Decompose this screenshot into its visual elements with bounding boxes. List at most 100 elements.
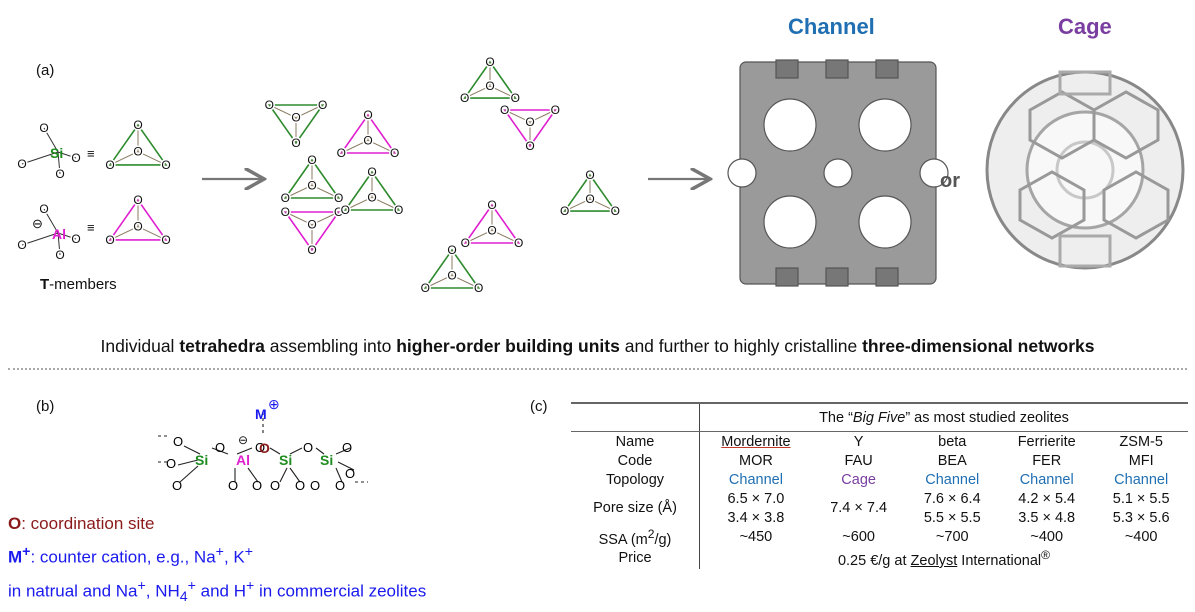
legend-oxygen-key: O [8, 514, 22, 533]
legend-na-sup: + [215, 544, 224, 560]
oxygen-atom: O [318, 98, 327, 112]
svg-text:O: O [335, 478, 345, 493]
oxygen-atom: O [161, 233, 170, 247]
oxygen-atom: O [133, 220, 142, 234]
row-label-code: Code [571, 451, 700, 470]
svg-text:O: O [172, 478, 182, 493]
caption-text-2: assembling into [264, 336, 397, 356]
oxygen-atom: O [585, 168, 594, 182]
oxygen-atom: O [341, 203, 350, 217]
cell-code-fer: FER [1032, 452, 1062, 469]
equiv-symbol-al: ≡ [87, 220, 95, 235]
oxygen-atom: O [17, 238, 26, 252]
structure-legend: O: coordination site M+: counter cation,… [8, 509, 426, 612]
or-label: or [940, 170, 960, 192]
legend-k-sup: + [244, 544, 254, 560]
equiv-symbol-si: ≡ [87, 146, 95, 161]
price-text-post: International [957, 552, 1042, 569]
table-row-pore-2: 3.4 × 3.8 5.5 × 5.5 3.5 × 4.8 5.3 × 5.6 [571, 508, 1188, 527]
cell-pore-fer-2: 3.5 × 4.8 [1018, 509, 1076, 526]
table-title: The “Big Five” as most studied zeolites [699, 402, 1188, 432]
cation-plus-charge: ⊕ [268, 396, 280, 412]
oxygen-atom: O [39, 202, 48, 216]
oxygen-atom: O [133, 193, 142, 207]
cell-name-mor: Mordernite [721, 433, 791, 450]
oxygen-atom: O [367, 190, 376, 204]
caption-bold-2: higher-order building units [396, 336, 620, 356]
t-members-bold: T [40, 276, 50, 293]
oxygen-atom: O [363, 133, 372, 147]
cell-name-fau: Y [853, 433, 864, 450]
channel-framework-image [727, 59, 949, 287]
oxygen-atom: O [307, 218, 316, 232]
oxygen-atom: O [105, 158, 114, 172]
oxygen-atom: O [39, 121, 48, 135]
cell-topology-bea: Channel [925, 471, 980, 488]
svg-text:O: O [173, 434, 183, 449]
coordinating-oxygen-label: O [259, 440, 270, 456]
cage-heading: Cage [1058, 14, 1112, 39]
cell-name-fer: Ferrierite [1017, 433, 1076, 450]
aluminium-label: Al [52, 226, 66, 242]
caption-bold-3: three-dimensional networks [862, 336, 1095, 356]
al-minus-charge-b: ⊖ [238, 433, 249, 447]
oxygen-atom: O [500, 103, 509, 117]
cell-code-fau: FAU [844, 452, 873, 469]
svg-text:O: O [215, 440, 225, 455]
svg-text:O: O [295, 478, 305, 493]
legend-cation-text2: , K [223, 547, 245, 567]
oxygen-atom: O [291, 111, 300, 125]
oxygen-atom: O [474, 281, 483, 295]
oxygen-atom: O [525, 115, 534, 129]
svg-text:O: O [252, 478, 262, 493]
legend-cation-key: M [8, 547, 23, 567]
table-title-post: ” as most studied zeolites [905, 409, 1069, 426]
cell-code-bea: BEA [937, 452, 967, 469]
oxygen-atom: O [265, 98, 274, 112]
oxygen-atom: O [460, 91, 469, 105]
row-label-name: Name [571, 431, 700, 451]
svg-text:O: O [303, 440, 313, 455]
legend-line3-sup1: + [137, 577, 146, 594]
oxygen-atom: O [17, 157, 26, 171]
oxygen-atom: O [161, 158, 170, 172]
silicon-label: Si [50, 145, 64, 161]
panel-c-label: (c) [530, 398, 548, 415]
table-corner-cell [571, 402, 700, 432]
oxygen-atom: O [363, 108, 372, 122]
cell-pore-fau: 7.4 × 7.4 [830, 500, 888, 516]
panel-b-label: (b) [36, 398, 55, 415]
svg-text:O: O [228, 478, 238, 493]
panel-a-label: (a) [36, 62, 55, 79]
oxygen-atom: O [307, 153, 316, 167]
oxygen-atom: O [421, 281, 430, 295]
cell-topology-mor: Channel [728, 471, 783, 488]
ssa-label-post: /g) [654, 531, 672, 548]
cell-price: 0.25 €/g at Zeolyst International® [700, 548, 1189, 569]
figure-caption: Individual tetrahedra assembling into hi… [0, 336, 1195, 357]
oxygen-atom: O [611, 204, 620, 218]
oxygen-atom: O [487, 198, 496, 212]
silicon-label-b1: Si [195, 452, 209, 468]
oxygen-atom: O [390, 146, 399, 160]
oxygen-atom: O [291, 136, 300, 150]
oxygen-atom: O [514, 236, 523, 250]
cell-pore-bea-1: 7.6 × 6.4 [923, 490, 981, 507]
svg-text:O: O [270, 478, 280, 493]
cell-ssa-bea: ~700 [935, 529, 969, 546]
cell-name-mfi: ZSM-5 [1119, 433, 1163, 450]
price-registered-mark: ® [1041, 547, 1051, 562]
cell-topology-fau: Cage [841, 471, 876, 488]
table-title-row: The “Big Five” as most studied zeolites [571, 402, 1188, 432]
table-row-topology: Topology Channel Cage Channel Channel Ch… [571, 470, 1188, 489]
table-row-code: Code MOR FAU BEA FER MFI [571, 451, 1188, 470]
oxygen-atom: O [71, 151, 80, 165]
